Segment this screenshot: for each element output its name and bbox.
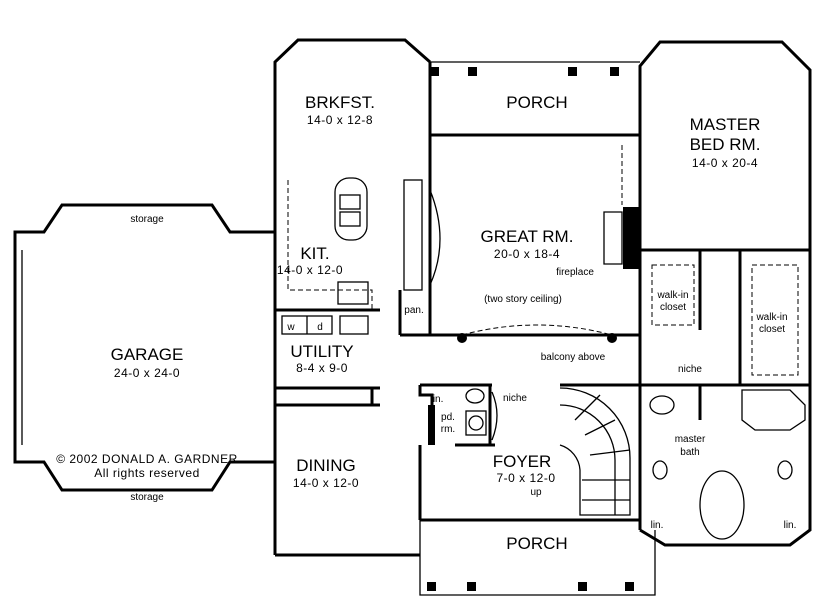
utility-dim: 8-4 x 9-0 — [296, 361, 348, 375]
master-label-1: MASTER — [690, 115, 761, 134]
fireplace — [623, 207, 640, 269]
kit-dim: 14-0 x 12-0 — [277, 263, 343, 277]
master-dim: 14-0 x 20-4 — [692, 156, 758, 170]
pd-rm-l1: pd. — [441, 412, 455, 423]
linen-label: lin. — [431, 394, 444, 405]
brkfst-bay — [273, 38, 431, 520]
master-bath-l2: bath — [680, 447, 699, 458]
walkin-closet-1-l2: closet — [660, 302, 686, 313]
pantry-label: pan. — [404, 305, 423, 316]
niche-pd-label: niche — [503, 393, 527, 404]
garage-dim: 24-0 x 24-0 — [114, 366, 180, 380]
copyright-line-2: All rights reserved — [94, 466, 200, 480]
garage-walls — [13, 203, 277, 492]
dining-dim: 14-0 x 12-0 — [293, 476, 359, 490]
porch-columns-top — [430, 67, 619, 76]
walkin-closet-1-l1: walk-in — [656, 290, 688, 301]
washer-label: w — [286, 322, 295, 333]
garage-storage-top: storage — [130, 214, 164, 225]
porch-top-label: PORCH — [506, 93, 567, 112]
great-room-dim: 20-0 x 18-4 — [494, 247, 560, 261]
fireplace-label: fireplace — [556, 267, 594, 278]
linen-left-label: lin. — [651, 520, 664, 531]
dining-label: DINING — [296, 456, 356, 475]
pd-rm-l2: rm. — [441, 424, 455, 435]
linen-right-label: lin. — [784, 520, 797, 531]
foyer-label: FOYER — [493, 452, 552, 471]
great-room-label: GREAT RM. — [481, 227, 574, 246]
utility-label: UTILITY — [290, 342, 353, 361]
porch-columns-bottom — [427, 582, 634, 591]
master-bay — [638, 40, 812, 547]
master-label-2: BED RM. — [690, 135, 761, 154]
foyer-dim: 7-0 x 12-0 — [496, 471, 555, 485]
niche-master-label: niche — [678, 364, 702, 375]
two-story-note: (two story ceiling) — [484, 294, 562, 305]
garage-storage-bottom: storage — [130, 492, 164, 503]
brkfst-dim: 14-0 x 12-8 — [307, 113, 373, 127]
walkin-closet-2-l1: walk-in — [755, 312, 787, 323]
kit-label: KIT. — [300, 244, 329, 263]
copyright-line-1: © 2002 DONALD A. GARDNER — [56, 452, 238, 466]
brkfst-label: BRKFST. — [305, 93, 375, 112]
master-bath-l1: master — [675, 434, 706, 445]
garage-label: GARAGE — [111, 345, 184, 364]
dryer-label: d — [317, 322, 323, 333]
balcony-label: balcony above — [541, 352, 606, 363]
walkin-closet-2-l2: closet — [759, 324, 785, 335]
porch-bottom-label: PORCH — [506, 534, 567, 553]
stair-up-label: up — [530, 487, 542, 498]
